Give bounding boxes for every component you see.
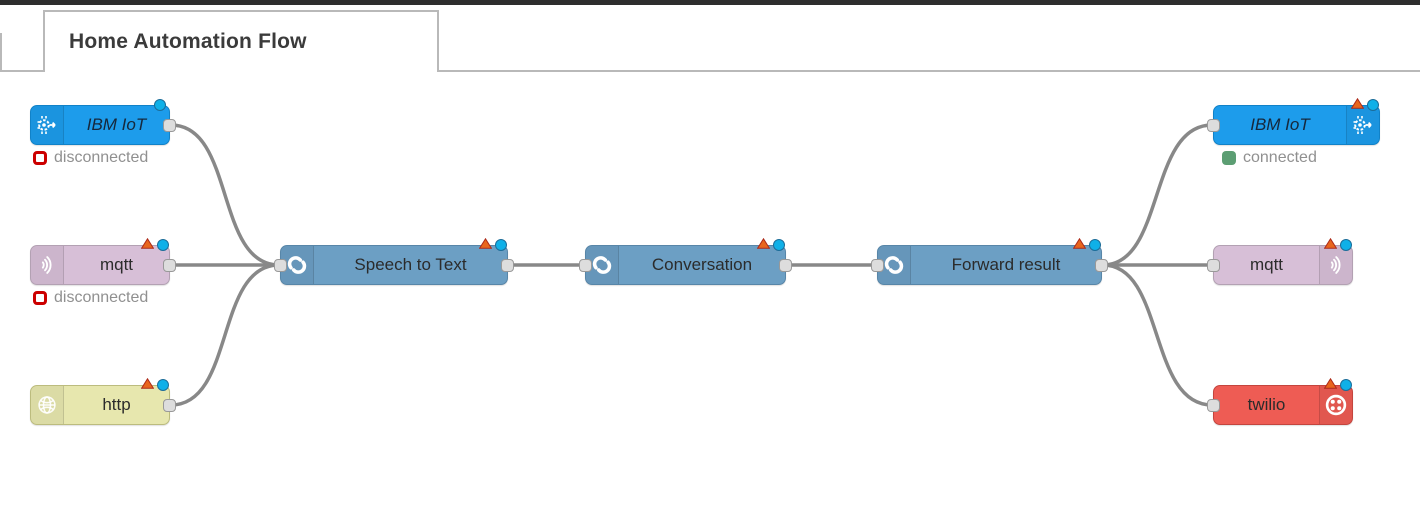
wire[interactable]	[1101, 123, 1214, 267]
output-port[interactable]	[779, 258, 792, 272]
output-port[interactable]	[163, 258, 176, 272]
node-label: Forward result	[951, 255, 1061, 274]
adjacent-tab-edge	[0, 33, 2, 72]
status-text: disconnected	[54, 149, 149, 166]
node-forward-result[interactable]: Forward result	[871, 238, 1108, 285]
mqtt-icon	[1319, 246, 1352, 284]
wire[interactable]	[1101, 263, 1214, 407]
changed-badge-icon	[1367, 99, 1379, 111]
node-label: twilio	[1247, 395, 1286, 414]
node-label: Speech to Text	[354, 255, 467, 274]
output-port[interactable]	[163, 398, 176, 412]
node-twilio[interactable]: twilio	[1207, 378, 1353, 425]
changed-badge-icon	[1340, 379, 1352, 391]
output-port[interactable]	[1095, 258, 1108, 272]
input-port[interactable]	[1207, 398, 1220, 412]
warning-badge-icon	[1324, 238, 1337, 249]
node-ibm-iot-in[interactable]: IBM IoT	[30, 99, 176, 145]
node-ibm-iot-out[interactable]: IBM IoT	[1207, 98, 1380, 145]
changed-badge-icon	[1340, 239, 1352, 251]
node-speech-to-text[interactable]: Speech to Text	[274, 238, 514, 285]
status-text: disconnected	[54, 289, 149, 306]
changed-badge-icon	[773, 239, 785, 251]
warning-badge-icon	[1324, 378, 1337, 389]
changed-badge-icon	[1089, 239, 1101, 251]
warning-badge-icon	[479, 238, 492, 249]
changed-badge-icon	[157, 239, 169, 251]
warning-badge-icon	[1351, 98, 1364, 109]
warning-badge-icon	[141, 238, 154, 249]
node-label: mqtt	[99, 255, 134, 274]
changed-badge-icon	[154, 99, 166, 111]
wire[interactable]	[169, 263, 281, 407]
status-ring-icon	[33, 291, 47, 305]
twilio-icon	[1319, 386, 1352, 424]
top-bar	[0, 0, 1420, 5]
status-ring-icon	[33, 151, 47, 165]
wire[interactable]	[169, 123, 281, 267]
node-status: connected	[1222, 149, 1317, 167]
tab-label: Home Automation Flow	[69, 30, 307, 53]
node-label: IBM IoT	[86, 115, 147, 134]
node-label: http	[102, 395, 131, 414]
changed-badge-icon	[495, 239, 507, 251]
tab-home-automation-flow[interactable]: Home Automation Flow	[43, 10, 439, 72]
input-port[interactable]	[871, 258, 884, 272]
status-dot-icon	[1222, 151, 1236, 165]
node-label: mqtt	[1249, 255, 1284, 274]
node-status: disconnected	[33, 149, 148, 167]
node-mqtt-out[interactable]: mqtt	[1207, 238, 1353, 285]
mqtt-icon	[31, 246, 64, 284]
changed-badge-icon	[157, 379, 169, 391]
node-conversation[interactable]: Conversation	[579, 238, 792, 285]
node-label: Conversation	[651, 255, 753, 274]
node-label: IBM IoT	[1250, 115, 1310, 134]
node-mqtt-in[interactable]: mqtt	[30, 238, 176, 285]
tab-bar-divider	[0, 70, 1420, 72]
warning-badge-icon	[141, 378, 154, 389]
input-port[interactable]	[274, 258, 287, 272]
output-port[interactable]	[501, 258, 514, 272]
input-port[interactable]	[1207, 118, 1220, 132]
warning-badge-icon	[1073, 238, 1086, 249]
globe-icon	[31, 386, 64, 424]
node-http-in[interactable]: http	[30, 378, 176, 425]
warning-badge-icon	[757, 238, 770, 249]
ibm-iot-icon	[1346, 106, 1379, 144]
input-port[interactable]	[579, 258, 592, 272]
node-status: disconnected	[33, 289, 148, 307]
ibm-iot-icon	[31, 106, 64, 144]
output-port[interactable]	[163, 118, 176, 132]
status-text: connected	[1243, 149, 1317, 166]
input-port[interactable]	[1207, 258, 1220, 272]
